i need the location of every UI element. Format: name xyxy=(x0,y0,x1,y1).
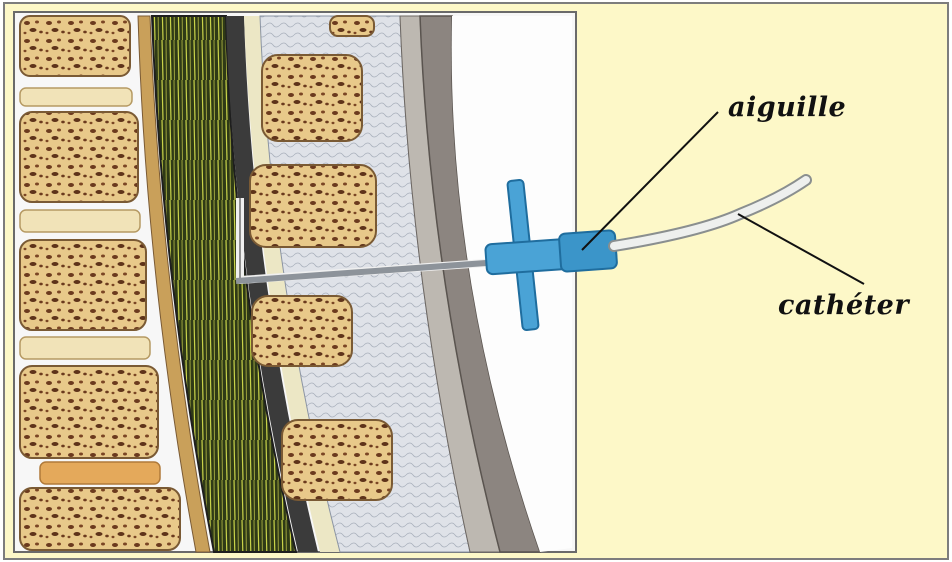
needle-label: aiguille xyxy=(728,92,846,123)
catheter-label: cathéter xyxy=(778,290,909,321)
anatomy-panel xyxy=(14,12,576,552)
